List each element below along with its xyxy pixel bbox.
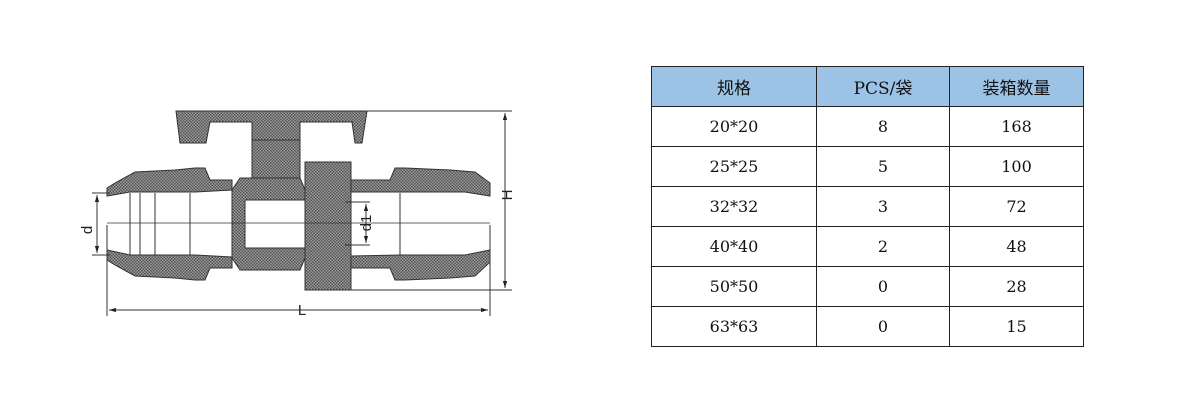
cell-spec: 20*20: [651, 106, 817, 147]
cell-carton: 100: [949, 146, 1084, 187]
table-header-row: 规格 PCS/袋 装箱数量: [651, 66, 1084, 107]
cell-pcs: 3: [816, 186, 950, 227]
cell-carton: 28: [949, 266, 1084, 307]
cell-spec: 32*32: [651, 186, 817, 227]
cell-pcs: 0: [816, 306, 950, 347]
cell-carton: 72: [949, 186, 1084, 227]
left-end-bottom: [106, 249, 233, 281]
cell-carton: 15: [949, 306, 1084, 347]
left-end-top: [106, 167, 233, 197]
cell-carton: 168: [949, 106, 1084, 147]
dimension-label-h: H: [499, 190, 516, 201]
cell-carton: 48: [949, 226, 1084, 267]
header-pcs-per-bag: PCS/袋: [816, 66, 950, 107]
cell-pcs: 2: [816, 226, 950, 267]
dimension-label-l: L: [298, 302, 306, 319]
cell-pcs: 5: [816, 146, 950, 187]
right-end-top: [350, 167, 491, 197]
union-nut: [304, 161, 352, 291]
cell-spec: 40*40: [651, 226, 817, 267]
header-carton-qty: 装箱数量: [949, 66, 1084, 107]
dimension-label-d: d: [79, 226, 96, 234]
cell-pcs: 0: [816, 266, 950, 307]
cell-spec: 25*25: [651, 146, 817, 187]
cell-pcs: 8: [816, 106, 950, 147]
header-spec: 规格: [651, 66, 817, 107]
ball-valve-cross-section-drawing: d d1 H L: [79, 110, 516, 319]
dimension-label-d1: d1: [358, 215, 375, 232]
cell-spec: 63*63: [651, 306, 817, 347]
right-end-bottom: [350, 249, 491, 281]
cell-spec: 50*50: [651, 266, 817, 307]
ball: [244, 199, 306, 249]
